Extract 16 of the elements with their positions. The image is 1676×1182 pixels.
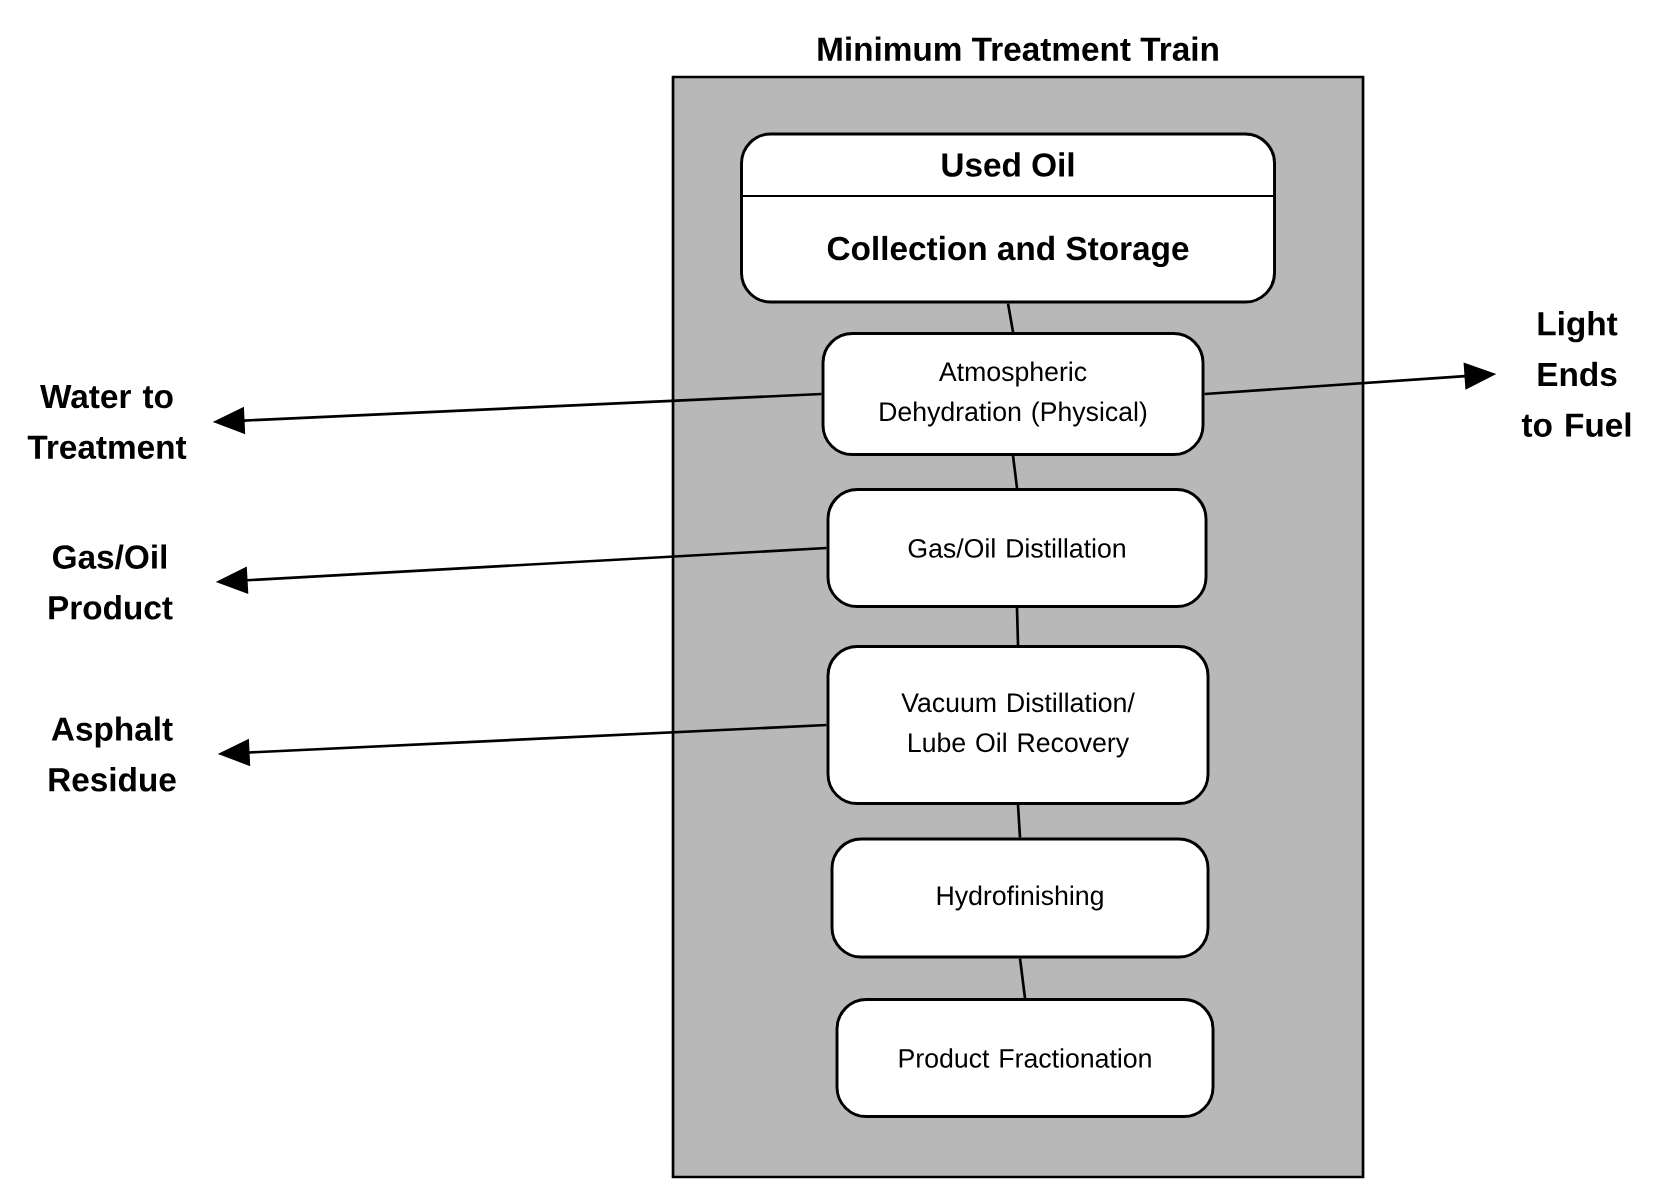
output-label: Gas/Oil Product <box>49 544 173 620</box>
connector-line <box>1015 607 1020 646</box>
process-box: Hydrofinishing <box>830 837 1210 959</box>
output-label: Light Ends to Fuel <box>1521 311 1631 437</box>
output-label: Asphalt Residue <box>49 716 176 792</box>
connector-line <box>1006 303 1015 333</box>
process-box: Used Oil Collection and Storage <box>739 132 1277 304</box>
output-label: Water to Treatment <box>27 385 187 459</box>
process-box: Vacuum Distillation/ Lube Oil Recovery <box>826 645 1210 805</box>
node-label: Minimum Treatment Train <box>818 36 1218 61</box>
process-box: Atmospheric Dehydration (Physical) <box>821 332 1205 456</box>
connector-line <box>1018 958 1027 999</box>
connector-line <box>1011 455 1019 489</box>
connector-line <box>1016 804 1022 838</box>
process-box: Gas/Oil Distillation <box>826 488 1208 608</box>
process-box: Product Fractionation <box>835 998 1215 1118</box>
